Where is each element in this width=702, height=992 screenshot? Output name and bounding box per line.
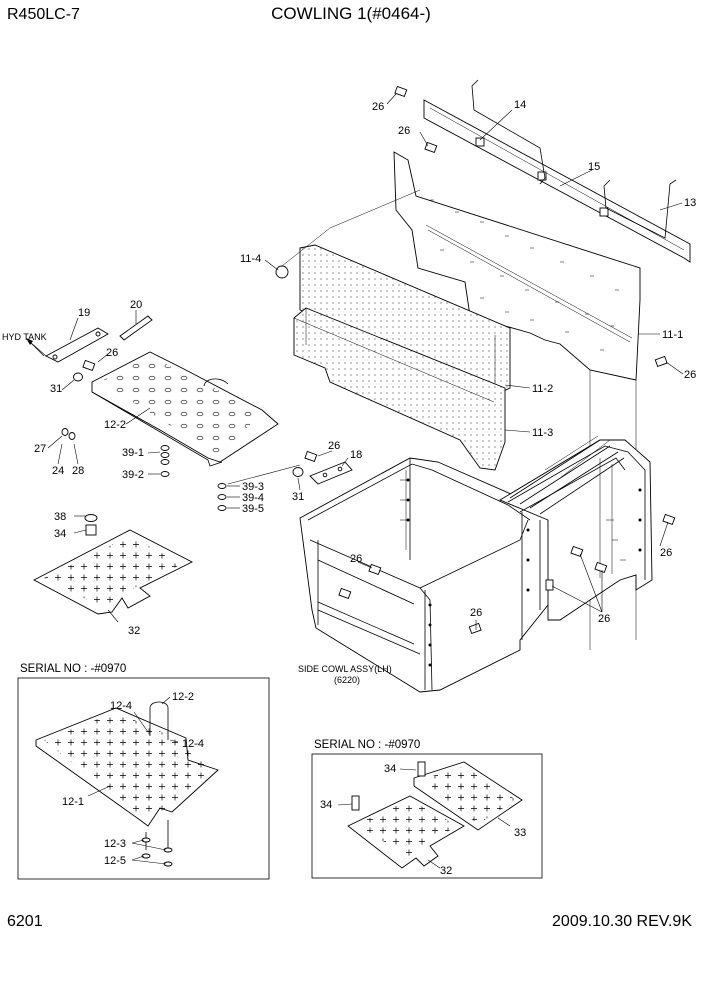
callout: 12-2 [172, 691, 194, 703]
side-cowl-note: SIDE COWL ASSY(LH) [298, 664, 392, 674]
callout: 27 [34, 443, 46, 455]
callout: 13 [684, 197, 696, 209]
callout: 32 [440, 865, 452, 877]
callout: 12-3 [104, 838, 126, 850]
callout: 14 [514, 99, 526, 111]
support-bracket [423, 99, 691, 263]
callout: 26 [684, 369, 696, 381]
callout: 12-5 [104, 855, 126, 867]
right-inset-serial: SERIAL NO : -#0970 [314, 739, 420, 751]
page-number: 6201 [7, 913, 43, 930]
callout: 19 [78, 307, 90, 319]
callout: 12-2 [104, 419, 126, 431]
callout: 24 [52, 465, 64, 477]
callout: 12-4 [110, 700, 132, 712]
callout: 18 [350, 449, 362, 461]
pin-20 [119, 315, 153, 341]
callout: 26 [350, 553, 362, 565]
left-inset-box [17, 677, 270, 880]
callout: 32 [128, 625, 140, 637]
right-inset-box [311, 753, 543, 879]
callout: 39-4 [242, 492, 264, 504]
hinge-plate-18 [309, 461, 353, 485]
side-cowl-ref: (6220) [334, 675, 360, 685]
rod-13 [603, 179, 677, 239]
callout: 11-2 [532, 383, 553, 395]
callout: 11-4 [240, 253, 261, 265]
callout-labels: 26 14 26 15 13 11-4 11-1 26 11-2 11-3 19… [34, 99, 696, 877]
callout: 39-5 [242, 503, 264, 515]
callout: 26 [328, 440, 340, 452]
callout: 26 [372, 101, 384, 113]
callout: 12-1 [62, 796, 84, 808]
model-name: R450LC-7 [7, 6, 80, 23]
insulation-pad-upper [299, 244, 511, 396]
callout: 20 [130, 299, 142, 311]
callout: 26 [106, 347, 118, 359]
callout: 31 [50, 383, 62, 395]
washer-icon [61, 372, 304, 522]
callout: 39-1 [122, 447, 144, 459]
hyd-tank-note: HYD TANK [2, 332, 47, 342]
cowl-frame [299, 435, 653, 693]
rod-14 [471, 79, 546, 185]
arrow-left-icon [26, 338, 47, 357]
revision-date: 2009.10.30 REV.9K [552, 913, 692, 930]
callout: 33 [514, 827, 526, 839]
callout: 26 [470, 607, 482, 619]
callout: 26 [398, 125, 410, 137]
callout: 31 [292, 491, 304, 503]
callout: 34 [320, 799, 332, 811]
page-title: COWLING 1(#0464-) [271, 4, 431, 23]
floor-plate-32 [33, 529, 193, 615]
callout: 38 [54, 511, 66, 523]
callout: 39-3 [242, 481, 264, 493]
callout: 26 [660, 547, 672, 559]
callout: 11-3 [532, 427, 553, 439]
inset-cover-12-1 [35, 701, 219, 867]
perforated-cover [91, 351, 279, 467]
insulation-pad-lower [293, 307, 506, 471]
callout: 34 [384, 763, 396, 775]
callout: 15 [588, 161, 600, 173]
rear-panel [393, 151, 641, 650]
bolt-icon [82, 85, 676, 635]
callout: 11-1 [662, 329, 683, 341]
callout: 28 [72, 465, 84, 477]
hinge-rod-19 [45, 327, 109, 363]
left-inset-serial: SERIAL NO : -#0970 [20, 663, 126, 675]
leader-lines [29, 93, 684, 869]
inset-plates [347, 761, 523, 869]
callout: 26 [598, 613, 610, 625]
callout: 34 [54, 528, 66, 540]
callout: 12-4 [182, 738, 204, 750]
plug-11-4 [275, 189, 421, 279]
callout: 39-2 [122, 469, 144, 481]
